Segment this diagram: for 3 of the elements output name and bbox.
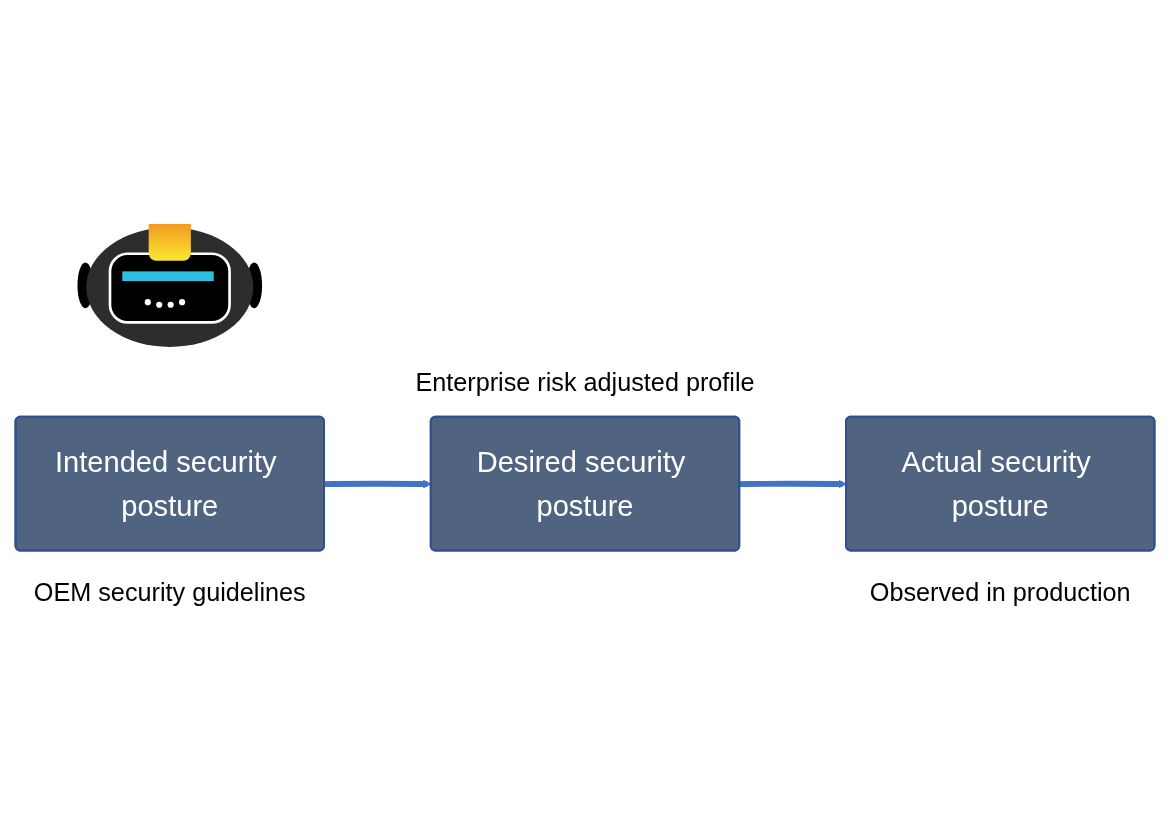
node-caption: OEM security guidelines [33,578,306,606]
node-caption: Observed in production [869,578,1131,606]
node-caption: Enterprise risk adjusted profile [415,368,755,397]
